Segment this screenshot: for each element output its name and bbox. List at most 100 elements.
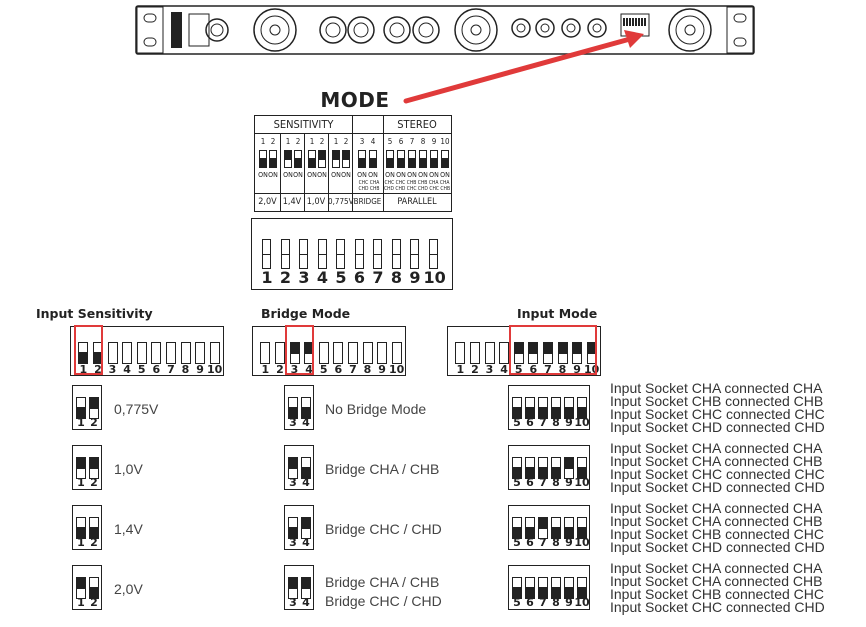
big-switch-number: 1 <box>261 268 273 287</box>
bank-switch-number: 9 <box>378 363 386 376</box>
mini-switch-number: 3 <box>289 416 297 429</box>
mini-switch-number: 10 <box>574 596 590 609</box>
mini-switch <box>538 577 548 599</box>
big-switch-number: 6 <box>353 268 366 287</box>
bank-switch-number: 3 <box>290 363 299 376</box>
mini-switch-number: 8 <box>552 536 560 549</box>
bank-switch <box>469 342 480 364</box>
mini-switch-number: 5 <box>513 536 521 549</box>
mini-switch-number: 9 <box>565 476 573 489</box>
bank-switch-number: 9 <box>573 363 581 376</box>
bank-switch-number: 10 <box>389 363 405 376</box>
mini-switch <box>76 577 86 599</box>
bank-switch-number: 7 <box>167 363 175 376</box>
table-switch-number: 2 <box>319 137 325 146</box>
bank-switch <box>455 342 466 364</box>
mini-switch-number: 6 <box>526 536 534 549</box>
table-on-label: ON <box>407 171 417 179</box>
mini-switch <box>89 397 99 419</box>
mini-switch <box>551 577 561 599</box>
mini-switch-number: 8 <box>552 476 560 489</box>
table-on-label: ON <box>307 171 317 179</box>
mini-switch-number: 2 <box>90 596 98 609</box>
bank-switch-number: 9 <box>196 363 204 376</box>
mini-switch-number: 2 <box>90 536 98 549</box>
mini-switch <box>538 397 548 419</box>
bank-switch <box>195 342 206 364</box>
table-switch <box>259 150 267 168</box>
table-switch-number: 2 <box>295 137 301 146</box>
heading-input-mode: Input Mode <box>517 306 598 321</box>
mini-switch-number: 8 <box>552 416 560 429</box>
table-switch-number: 5 <box>387 137 393 146</box>
mini-switch <box>551 457 561 479</box>
mini-switch <box>89 517 99 539</box>
mini-switch <box>577 517 587 539</box>
bank-switch <box>484 342 495 364</box>
bank-switch <box>122 342 133 364</box>
bank-switch <box>78 342 89 364</box>
table-on-label: ON <box>368 171 378 179</box>
bank-switch-number: 2 <box>94 363 102 376</box>
stereo-sub-1: CHC CHC CHB CHB CHA CHA <box>384 180 450 186</box>
mini-switch <box>301 457 311 479</box>
mini-switch-number: 10 <box>574 416 590 429</box>
table-on-label: ON <box>357 171 367 179</box>
mini-switch <box>89 457 99 479</box>
mini-switch <box>564 577 574 599</box>
mini-switch <box>288 457 298 479</box>
input-mode-option-line: Input Socket CHA connected CHA <box>610 440 823 456</box>
mini-switch <box>76 397 86 419</box>
input-mode-option-line: Input Socket CHD connected CHD <box>610 539 825 555</box>
mini-switch <box>89 577 99 599</box>
table-on-label: ON <box>293 171 303 179</box>
input-mode-option-line: Input Socket CHB connected CHB <box>610 393 824 409</box>
bank-switch-number: 3 <box>108 363 117 376</box>
input-mode-option-line: Input Socket CHA connected CHB <box>610 573 823 589</box>
mini-switch <box>525 517 535 539</box>
table-switch <box>269 150 277 168</box>
mode-title: MODE <box>320 88 390 112</box>
table-switch <box>284 150 292 168</box>
bank-switch-number: 8 <box>558 363 567 376</box>
bank-switch <box>136 342 147 364</box>
mini-switch-number: 5 <box>513 416 521 429</box>
mini-switch-number: 6 <box>526 596 534 609</box>
mini-switch <box>577 577 587 599</box>
big-switch-number: 10 <box>423 268 446 287</box>
table-switch-number: 1 <box>285 137 291 146</box>
mini-switch-number: 4 <box>302 476 310 489</box>
bank-switch-number: 8 <box>363 363 372 376</box>
mini-switch-number: 5 <box>513 596 521 609</box>
big-switch-tick <box>391 254 401 255</box>
table-switch <box>358 150 366 168</box>
table-on-label: ON <box>317 171 327 179</box>
input-mode-option-line: Input Socket CHA connected CHB <box>610 513 823 529</box>
highlight-box <box>509 325 597 375</box>
table-on-label: ON <box>268 171 278 179</box>
table-switch <box>397 150 405 168</box>
bank-switch <box>209 342 220 364</box>
bank-switch <box>289 342 300 364</box>
table-switch-number: 1 <box>333 137 339 146</box>
mini-switch-number: 9 <box>565 416 573 429</box>
table-switch <box>318 150 326 168</box>
bank-switch-number: 5 <box>319 363 328 376</box>
sensitivity-option-label: 2,0V <box>114 581 143 597</box>
big-switch-tick <box>373 254 382 255</box>
bank-switch <box>572 342 583 364</box>
table-switch <box>308 150 316 168</box>
mini-switch-number: 8 <box>552 596 560 609</box>
mini-switch <box>76 457 86 479</box>
label-2v: 2,0V <box>258 197 277 207</box>
mini-switch-number: 7 <box>539 596 547 609</box>
big-switch-number: 9 <box>409 268 421 287</box>
table-switch-number: 3 <box>359 137 365 146</box>
bank-switch-number: 1 <box>456 363 465 376</box>
mini-switch <box>301 577 311 599</box>
